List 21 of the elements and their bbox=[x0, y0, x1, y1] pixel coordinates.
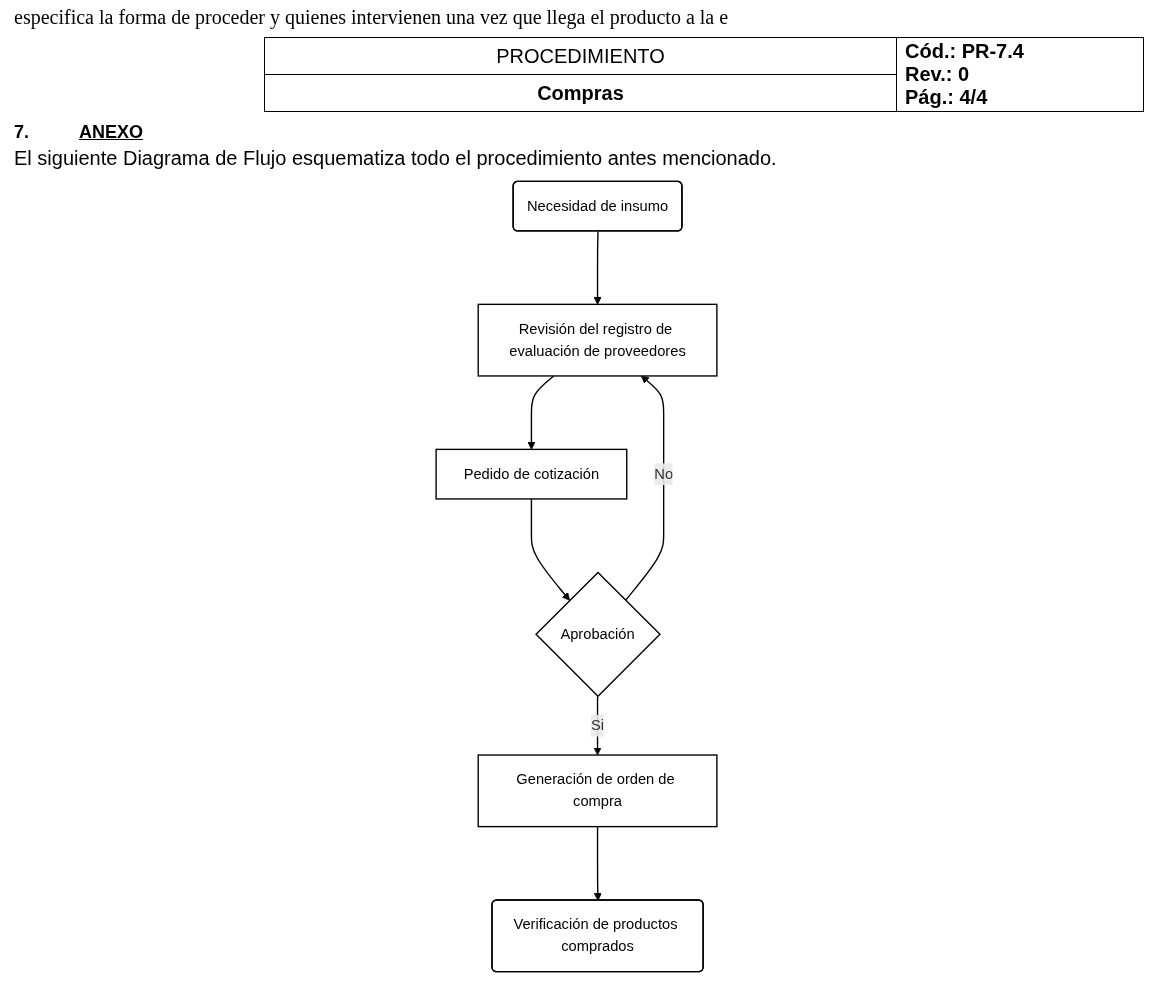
document-code: Rev.: 0 bbox=[905, 63, 971, 86]
edge-label: Si bbox=[591, 717, 605, 733]
body-text: El siguiente Diagrama de Flujo esquematiza todo el procedimiento antes mencionado. bbox=[14, 147, 778, 170]
document-code: Pág.: 4/4 bbox=[905, 86, 989, 109]
header-cell: Compras bbox=[264, 74, 897, 112]
arrow bbox=[593, 825, 602, 901]
node-diamond: Aprobación bbox=[535, 571, 661, 698]
document-code: Cód.: PR-7.4 bbox=[905, 40, 1025, 63]
body-text: especifica la forma de proceder y quienes intervienen una vez que llega el producto a la e bbox=[14, 6, 730, 29]
arrow bbox=[530, 498, 570, 601]
node-box: Pedido de cotización bbox=[435, 448, 628, 500]
node-box: Generación de orden de compra bbox=[477, 754, 718, 828]
arrow bbox=[593, 230, 602, 305]
section-number: 7. bbox=[14, 122, 29, 143]
section-heading: ANEXO bbox=[79, 122, 144, 143]
node-box: Revisión del registro de evaluación de proveedores bbox=[477, 303, 718, 377]
header-cell: PROCEDIMIENTO bbox=[264, 37, 897, 75]
edge-label: No bbox=[654, 465, 674, 482]
arrow bbox=[527, 375, 555, 450]
arrow bbox=[624, 375, 665, 602]
arrow bbox=[593, 695, 602, 756]
